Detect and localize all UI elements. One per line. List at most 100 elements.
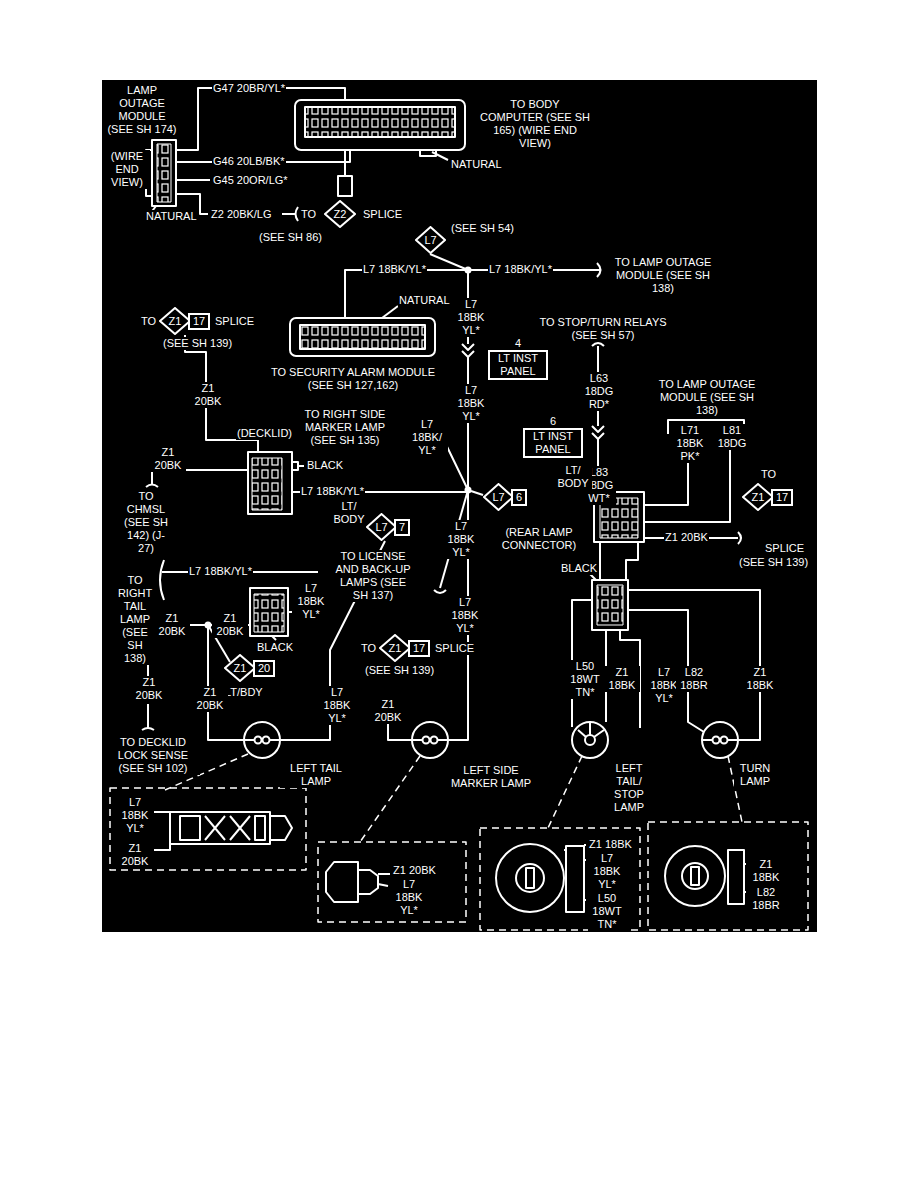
splice-diamond: L7 bbox=[415, 226, 446, 254]
splice-name: Z2 bbox=[334, 208, 347, 221]
wire-label: (SEE SH 139) bbox=[738, 556, 809, 569]
splice-name: Z1 bbox=[389, 642, 402, 655]
wire-label: (DECKLID) bbox=[236, 427, 293, 440]
diamond-outline bbox=[743, 484, 773, 510]
connector-callout: 4LT INST PANEL bbox=[488, 337, 548, 380]
splice-diamond: L7 6 bbox=[483, 483, 527, 511]
diamond-outline bbox=[225, 655, 255, 681]
wire-label: TO LAMP OUTAGE MODULE (SEE SH 138) bbox=[650, 378, 764, 417]
wire-label: Z1 20BK bbox=[131, 676, 167, 702]
wire-label: L7 18BK YL* bbox=[390, 878, 428, 917]
panel-box: LT INST PANEL bbox=[523, 428, 583, 458]
wire-label: BLACK bbox=[256, 641, 294, 654]
wire-label: (SEE SH 139) bbox=[364, 664, 435, 677]
wire-label: L71 18BK PK* bbox=[672, 424, 708, 463]
wire-label: LEFT SIDE MARKER LAMP bbox=[448, 764, 534, 790]
wire-label: TO DECKLID LOCK SENSE (SEE SH 102) bbox=[106, 736, 200, 775]
wire-label: (SEE SH 86) bbox=[258, 231, 323, 244]
wire-label: G46 20LB/BK* bbox=[212, 155, 286, 168]
splice-name: L7 bbox=[424, 234, 436, 247]
wire-label: TO LICENSE AND BACK-UP LAMPS (SEE SH 137… bbox=[334, 550, 412, 602]
wire-label: L82 18BR bbox=[748, 886, 784, 912]
wire-label: NATURAL bbox=[145, 210, 198, 223]
wire-label: (REAR LAMP CONNECTOR) bbox=[496, 526, 582, 552]
wire-label: L7 18BK YL* bbox=[588, 852, 626, 891]
wire-label: SPLICE bbox=[434, 642, 475, 655]
splice-diamond-shape: Z1 bbox=[742, 483, 774, 511]
splice-diamond: Z1 17 bbox=[379, 634, 430, 662]
wire-label: TO bbox=[760, 468, 777, 481]
wire-label: (SEE SH 139) bbox=[162, 337, 233, 350]
diamond-outline bbox=[160, 308, 190, 334]
wire-label: NATURAL bbox=[398, 294, 451, 307]
splice-diamond: Z117 bbox=[742, 483, 793, 511]
wire-label: TO BODY COMPUTER (SEE SH 165) (WIRE END … bbox=[478, 98, 592, 150]
wire-label: SPLICE bbox=[764, 542, 805, 555]
splice-diamond-shape: Z1 bbox=[379, 634, 411, 662]
diamond-outline bbox=[484, 484, 513, 510]
splice-diamond-shape: Z1 bbox=[224, 654, 256, 682]
wire-label: L7 18BK YL* bbox=[452, 384, 490, 423]
wire-label: Z1 20BK bbox=[150, 446, 186, 472]
wire-label: Z2 20BK/LG bbox=[210, 208, 273, 221]
wire-label: TURN LAMP bbox=[734, 762, 776, 788]
wire-label: LT/ BODY bbox=[330, 500, 368, 526]
wire-label: BLACK bbox=[560, 562, 598, 575]
connector-callout: 6LT INST PANEL bbox=[523, 415, 583, 458]
splice-name: Z1 bbox=[169, 315, 182, 328]
diamond-outline bbox=[367, 514, 396, 540]
splice-number-box: 17 bbox=[188, 313, 210, 330]
wire-label: L50 18WT TN* bbox=[566, 660, 604, 699]
wire-label: L7 18BK YL* bbox=[116, 796, 154, 835]
wire-label: LT/ BODY bbox=[554, 464, 592, 490]
splice-name: L7 bbox=[492, 491, 504, 504]
wire-label: Z1 20BK bbox=[392, 864, 437, 877]
wire-label: L63 18DG RD* bbox=[582, 372, 616, 411]
wire-label: SPLICE bbox=[214, 315, 255, 328]
wire-label: L7 18BK/ YL* bbox=[406, 418, 448, 457]
wire-label: L7 18BK YL* bbox=[446, 596, 484, 635]
splice-name: Z1 bbox=[752, 491, 765, 504]
diamond-outline bbox=[416, 227, 445, 253]
wire-label: NATURAL bbox=[450, 158, 503, 171]
wire-label: G47 20BR/YL* bbox=[212, 82, 286, 95]
wire-label: L81 18DG bbox=[714, 424, 750, 450]
diamond-outline bbox=[380, 635, 410, 661]
splice-name: Z1 bbox=[234, 662, 247, 675]
splice-diamond-shape: L7 bbox=[366, 513, 397, 541]
wire-label: L7 18BK/YL* bbox=[300, 485, 365, 498]
splice-number-box: 20 bbox=[253, 660, 275, 677]
wire-label: TO bbox=[140, 315, 157, 328]
splice-number-box: 7 bbox=[394, 519, 410, 536]
splice-name: L7 bbox=[375, 521, 387, 534]
wire-label: G45 20OR/LG* bbox=[212, 174, 289, 187]
wire-label: TO STOP/TURN RELAYS (SEE SH 57) bbox=[532, 316, 674, 342]
wire-label: TO SECURITY ALARM MODULE (SEE SH 127,162… bbox=[262, 366, 444, 392]
splice-number-box: 17 bbox=[408, 640, 430, 657]
wire-label: Z1 20BK bbox=[154, 612, 190, 638]
wire-label: L7 18BK/YL* bbox=[488, 263, 553, 276]
wire-label: LEFT TAIL/ STOP LAMP bbox=[608, 762, 650, 814]
wire-label: Z1 20BK bbox=[212, 612, 248, 638]
splice-number-box: 6 bbox=[511, 489, 527, 506]
callout-number: 6 bbox=[548, 415, 558, 428]
wire-label: BLACK bbox=[306, 459, 344, 472]
wire-label: L7 18BK YL* bbox=[442, 520, 480, 559]
splice-diamond-shape: L7 bbox=[483, 483, 514, 511]
wire-label: TO RIGHT SIDE MARKER LAMP (SEE SH 135) bbox=[300, 408, 390, 447]
wire-label: L7 18BK/YL* bbox=[188, 565, 253, 578]
wire-label: TO bbox=[300, 208, 317, 221]
wire-label: LEFT TAIL LAMP bbox=[280, 762, 352, 788]
wire-label: L7 18BK YL* bbox=[292, 582, 330, 621]
splice-diamond: Z1 17 bbox=[159, 307, 210, 335]
splice-diamond-shape: Z1 bbox=[159, 307, 191, 335]
wire-label: Z1 18BK bbox=[748, 858, 784, 884]
diamond-outline bbox=[325, 201, 355, 227]
wire-label: L7 18BK YL* bbox=[452, 298, 490, 337]
wire-label: LT/BDY bbox=[224, 686, 264, 699]
wire-label: TO RIGHT TAIL LAMP (SEE SH 138) bbox=[114, 574, 156, 665]
wire-label: LAMP OUTAGE MODULE (SEE SH 174) bbox=[104, 84, 180, 136]
panel-box: LT INST PANEL bbox=[488, 350, 548, 380]
splice-diamond-shape: L7 bbox=[415, 226, 446, 254]
